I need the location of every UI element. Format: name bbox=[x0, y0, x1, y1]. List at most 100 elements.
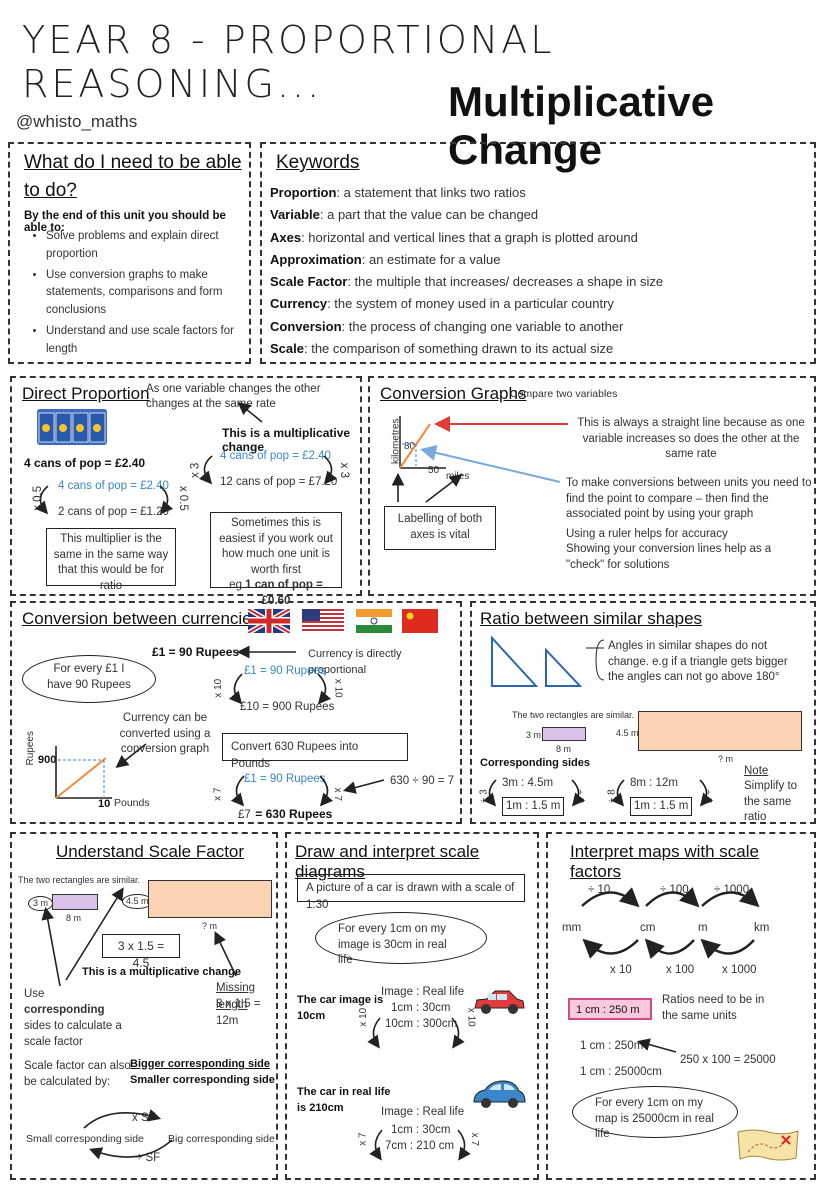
division-calc: 630 ÷ 90 = 7 bbox=[390, 775, 455, 787]
ratio-heading: Ratio between similar shapes bbox=[480, 609, 703, 628]
keyword-term: Approximation bbox=[270, 251, 362, 267]
conversion-method-note: To make conversions between units you ne… bbox=[566, 477, 812, 521]
unit-price-note: Sometimes this is easiest if you work ou… bbox=[219, 517, 333, 576]
treasure-map-icon bbox=[734, 1126, 802, 1164]
sf-big-width: ? m bbox=[202, 921, 218, 931]
keywords-heading: Keywords bbox=[276, 152, 360, 173]
eq2-bottom-rupees: = 630 Rupees bbox=[255, 807, 333, 821]
page-title: YEAR 8 - PROPORTIONAL REASONING... bbox=[22, 18, 555, 106]
keyword-definition: : the multiple that increases/ decreases… bbox=[347, 274, 664, 290]
eq2-top: £1 = 90 Rupees bbox=[244, 773, 326, 785]
currency-rate: £1 = 90 Rupees bbox=[152, 645, 240, 659]
small-side-label: Small corresponding side bbox=[26, 1133, 144, 1145]
unit-m: m bbox=[698, 922, 708, 934]
author-handle: @whisto_maths bbox=[16, 112, 138, 131]
ruler-note: Using a ruler helps for accuracy bbox=[566, 528, 728, 540]
goals-list: Solve problems and explain direct propor… bbox=[26, 228, 234, 362]
car1-label-b: 10cm bbox=[297, 1010, 326, 1022]
table2-row1: 1cm : 30cm bbox=[391, 1124, 451, 1136]
scale-diagrams-section: Draw and interpret scale diagrams A pict… bbox=[285, 832, 539, 1180]
ratio-big-rectangle bbox=[638, 711, 802, 751]
right-eq-top: 4 cans of pop = £2.40 bbox=[220, 450, 331, 462]
ratio-small-height: 3 m bbox=[526, 730, 542, 740]
india-flag-icon bbox=[356, 609, 392, 633]
keyword-item: Approximation: an estimate for a value bbox=[270, 249, 663, 271]
eq2-bottom: £7 = 630 Rupees bbox=[238, 805, 332, 824]
direct-heading: Direct Proportion bbox=[22, 384, 150, 403]
missing-length-heading: Missing length bbox=[216, 982, 255, 1011]
ratio-big-width: ? m bbox=[718, 754, 734, 764]
graphs-x-value: 50 bbox=[428, 465, 440, 476]
keyword-definition: : the process of changing one variable t… bbox=[341, 318, 624, 334]
currency-drawings bbox=[55, 645, 385, 807]
big-side-label: Big corresponding side bbox=[168, 1133, 275, 1145]
eq2-bottom-pounds: £7 bbox=[238, 809, 251, 821]
corresponding-sides-label: Corresponding sides bbox=[480, 757, 591, 769]
table1-row1: 1cm : 30cm bbox=[391, 1002, 451, 1014]
directly-proportional-note: Currency is directly proportional bbox=[308, 648, 402, 676]
angles-note: Angles in similar shapes do not change. … bbox=[608, 640, 788, 684]
car2-label-b: is 210cm bbox=[297, 1102, 344, 1114]
rupees-axis-value: 900 bbox=[38, 754, 57, 766]
ratio-similar-shapes-section: Ratio between similar shapes Angles in s… bbox=[470, 601, 816, 824]
keyword-item: Proportion: a statement that links two r… bbox=[270, 182, 663, 204]
graphs-heading: Conversion Graphs bbox=[380, 384, 527, 403]
unit-price-value: 1 can of pop = £0.60 bbox=[245, 579, 323, 607]
red-car-icon bbox=[471, 986, 527, 1018]
goals-section: What do I need to be able to do? By the … bbox=[8, 142, 251, 364]
pounds-axis-value: 10 bbox=[98, 798, 111, 810]
map-calc: 250 x 100 = 25000 bbox=[680, 1054, 776, 1066]
ratio-small-rectangle bbox=[542, 727, 586, 741]
diagrams-heading: Draw and interpret scale diagrams bbox=[295, 842, 480, 881]
unit-cm: cm bbox=[640, 922, 656, 934]
missing-length-calc: 8 x 1.5 = 12m bbox=[216, 998, 261, 1027]
car2-label-a: The car in real life bbox=[297, 1086, 391, 1098]
maps-section: Interpret maps with scale factors ÷ 10 ÷… bbox=[546, 832, 816, 1180]
ratio2-top: 8m : 12m bbox=[630, 777, 678, 789]
keyword-term: Proportion bbox=[270, 185, 337, 200]
check-note: Showing your conversion lines help as a … bbox=[566, 543, 772, 571]
sf-big-rectangle bbox=[148, 880, 272, 918]
keyword-item: Scale: the comparison of something drawn… bbox=[270, 338, 663, 360]
graphs-y-value: 80 bbox=[404, 441, 416, 452]
same-units-note: Ratios need to be in the same units bbox=[662, 994, 765, 1023]
pounds-axis-label: Pounds bbox=[114, 797, 150, 809]
left-eq-bottom: 2 cans of pop = £1.20 bbox=[58, 506, 169, 518]
keyword-term: Currency bbox=[270, 296, 328, 312]
mul-1000: x 1000 bbox=[722, 964, 757, 976]
scale-factor-heading: Understand Scale Factor bbox=[56, 842, 245, 861]
blue-car-icon bbox=[471, 1078, 527, 1112]
sf-fraction-top: Bigger corresponding side bbox=[130, 1058, 270, 1070]
scale-factor-arrows bbox=[41, 887, 237, 1160]
keyword-definition: : a statement that links two ratios bbox=[336, 185, 526, 200]
maps-heading: Interpret maps with scale factors bbox=[570, 842, 759, 881]
similar-triangles bbox=[491, 635, 583, 687]
four-cans-statement: 4 cans of pop = £2.40 bbox=[24, 456, 146, 470]
keyword-definition: : the system of money used in a particul… bbox=[327, 296, 614, 312]
rupee-speech-bubble: For every £1 I have 90 Rupees bbox=[22, 655, 156, 703]
use-bold: corresponding bbox=[24, 1004, 105, 1017]
list-item: Solve problems and explain direct propor… bbox=[46, 228, 234, 264]
currency-graph-line bbox=[55, 757, 107, 799]
triangle-brace-curve bbox=[595, 639, 605, 681]
keyword-item: Variable: a part that the value can be c… bbox=[270, 204, 663, 226]
keyword-term: Scale Factor bbox=[270, 274, 348, 290]
ratio1-bottom: 1m : 1.5 m bbox=[502, 797, 565, 816]
china-flag-icon bbox=[402, 609, 438, 633]
keyword-term: Scale bbox=[270, 341, 304, 357]
eg-label: eg bbox=[229, 579, 242, 592]
list-item: Understand and use scale factors for len… bbox=[46, 323, 234, 359]
mul-10: x 10 bbox=[610, 964, 632, 976]
map-ratio-2: 1 cm : 25000cm bbox=[580, 1066, 662, 1078]
eq1-top: £1 = 90 Rupees bbox=[244, 665, 326, 677]
map-ratio-1: 1 cm : 250m bbox=[580, 1040, 644, 1052]
goals-heading-line2: to do? bbox=[24, 180, 77, 201]
keyword-item: Currency: the system of money used in a … bbox=[270, 293, 663, 315]
goals-heading-line1: What do I need to be able bbox=[24, 152, 242, 173]
use-post: sides to calculate a scale factor bbox=[24, 1020, 122, 1049]
unit-mm: mm bbox=[562, 922, 582, 934]
keyword-item: Conversion: the process of changing one … bbox=[270, 316, 663, 338]
note-heading: Note bbox=[744, 765, 769, 777]
keywords-section: Keywords Proportion: a statement that li… bbox=[260, 142, 816, 364]
sf-use-corresponding: Use corresponding sides to calculate a s… bbox=[24, 986, 124, 1050]
